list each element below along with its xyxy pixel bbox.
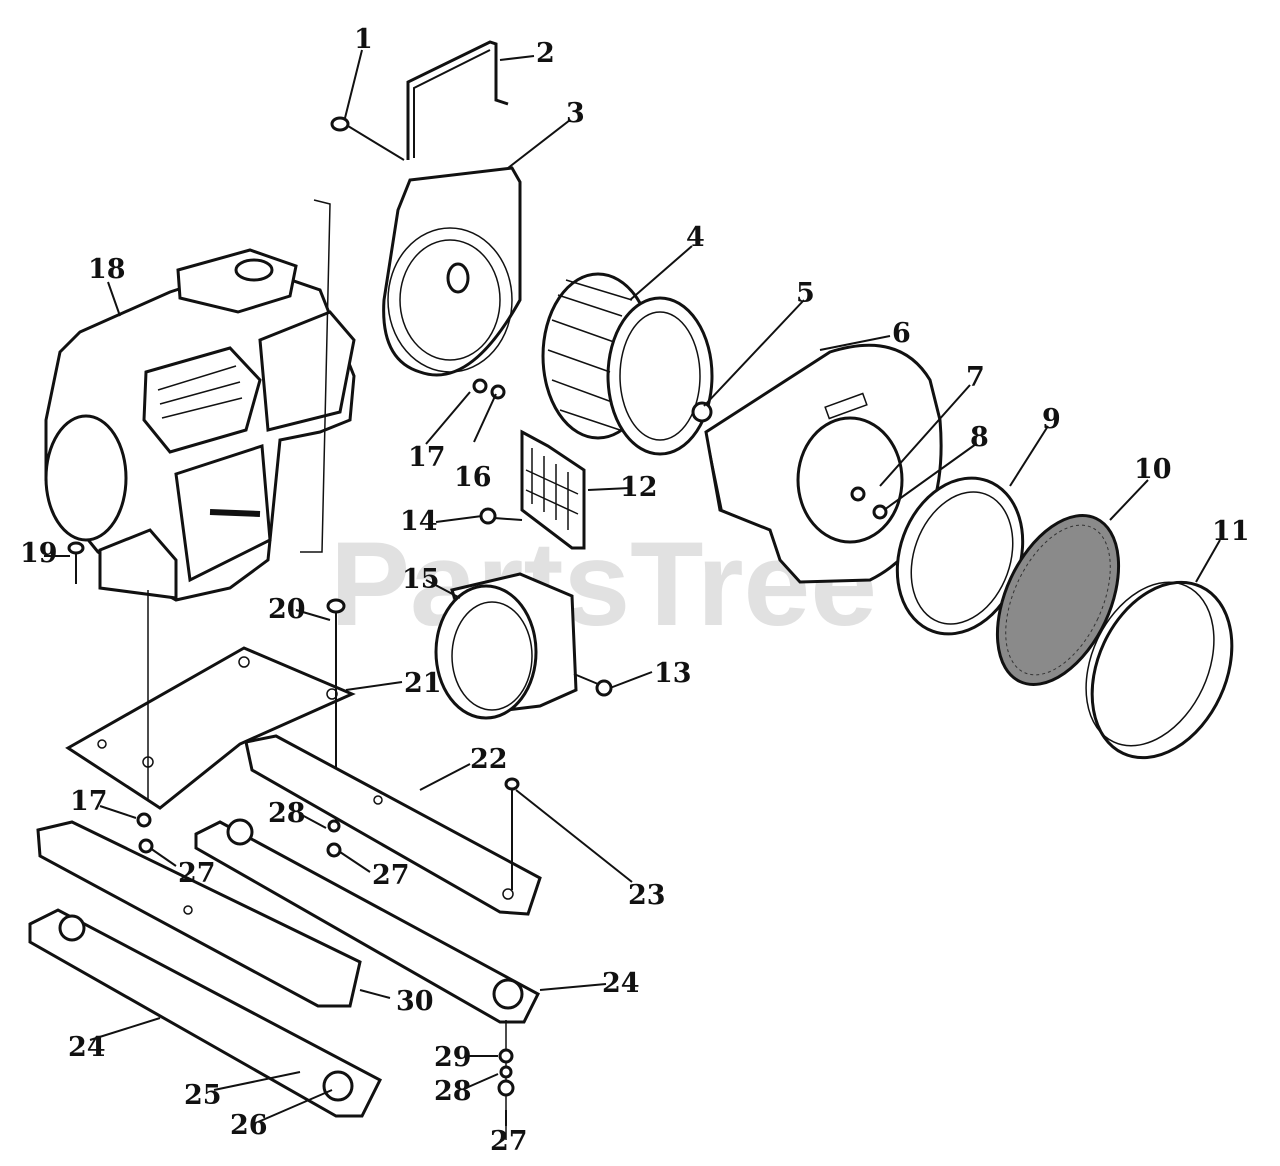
callout-26: 26 — [230, 1110, 268, 1141]
callout-20: 20 — [268, 594, 306, 625]
part-handle-bracket — [406, 40, 509, 160]
part-bolt-1 — [330, 116, 405, 161]
callout-7: 7 — [966, 362, 985, 393]
part-rail-22 — [244, 734, 542, 916]
callout-12: 12 — [620, 472, 658, 503]
part-blower-wheel — [541, 272, 714, 456]
part-discharge-chute — [434, 572, 578, 720]
part-intake-screen — [995, 514, 1121, 686]
callout-6: 6 — [892, 318, 911, 349]
part-nut-27c — [497, 1079, 515, 1097]
callout-25: 25 — [184, 1080, 222, 1111]
callout-4: 4 — [686, 222, 705, 253]
callout-30: 30 — [396, 986, 434, 1017]
engine-mount-line — [300, 199, 331, 553]
callout-5: 5 — [796, 278, 815, 309]
callout-29: 29 — [434, 1042, 472, 1073]
part-base-plate — [65, 646, 356, 810]
callout-28b: 28 — [434, 1076, 472, 1107]
leader-lines — [44, 49, 1221, 1126]
part-washer-8 — [872, 504, 888, 520]
part-housing-back-plate — [382, 166, 522, 377]
part-washer-17b — [136, 812, 152, 828]
part-engine — [44, 248, 356, 602]
callout-28a: 28 — [268, 798, 306, 829]
part-outer-ring — [1085, 580, 1234, 760]
callout-27c: 27 — [490, 1126, 528, 1157]
callout-8: 8 — [970, 422, 989, 453]
callout-1: 1 — [354, 24, 373, 55]
part-bolt-19 — [67, 541, 85, 584]
callout-10: 10 — [1134, 454, 1172, 485]
part-inlet-grille — [520, 429, 586, 550]
part-nut-27a — [138, 838, 154, 854]
callout-27b: 27 — [372, 860, 410, 891]
part-nut-5 — [691, 401, 713, 423]
part-washer-28b — [499, 1065, 513, 1079]
callout-23: 23 — [628, 880, 666, 911]
callout-15: 15 — [402, 564, 440, 595]
part-washer-28a — [327, 819, 341, 833]
callout-21: 21 — [404, 668, 442, 699]
callout-3: 3 — [566, 98, 585, 129]
callout-24a: 24 — [602, 968, 640, 999]
callout-27a: 27 — [178, 858, 216, 889]
part-washer-29 — [498, 1048, 514, 1064]
callout-16: 16 — [454, 462, 492, 493]
callout-18: 18 — [88, 254, 126, 285]
callout-17b: 17 — [70, 786, 108, 817]
part-washer-17 — [472, 378, 488, 394]
part-screw-13 — [573, 673, 613, 697]
part-screw-7 — [850, 486, 866, 502]
callout-14: 14 — [400, 506, 438, 537]
callout-2: 2 — [536, 38, 555, 69]
part-skid-24b — [28, 908, 382, 1118]
callout-19: 19 — [20, 538, 58, 569]
callout-22: 22 — [470, 744, 508, 775]
callout-13: 13 — [654, 658, 692, 689]
callout-17: 17 — [408, 442, 446, 473]
part-bolt-23 — [504, 777, 520, 890]
callout-24b: 24 — [68, 1032, 106, 1063]
callout-labels: 1 2 3 4 5 6 7 8 9 10 11 12 13 14 15 16 1… — [20, 24, 1250, 1157]
callout-9: 9 — [1042, 404, 1061, 435]
part-nut-16 — [490, 384, 506, 400]
part-skid-24a — [194, 818, 540, 1024]
part-nut-27b — [326, 842, 342, 858]
part-rail-30 — [36, 820, 362, 1008]
callout-11: 11 — [1212, 516, 1250, 547]
